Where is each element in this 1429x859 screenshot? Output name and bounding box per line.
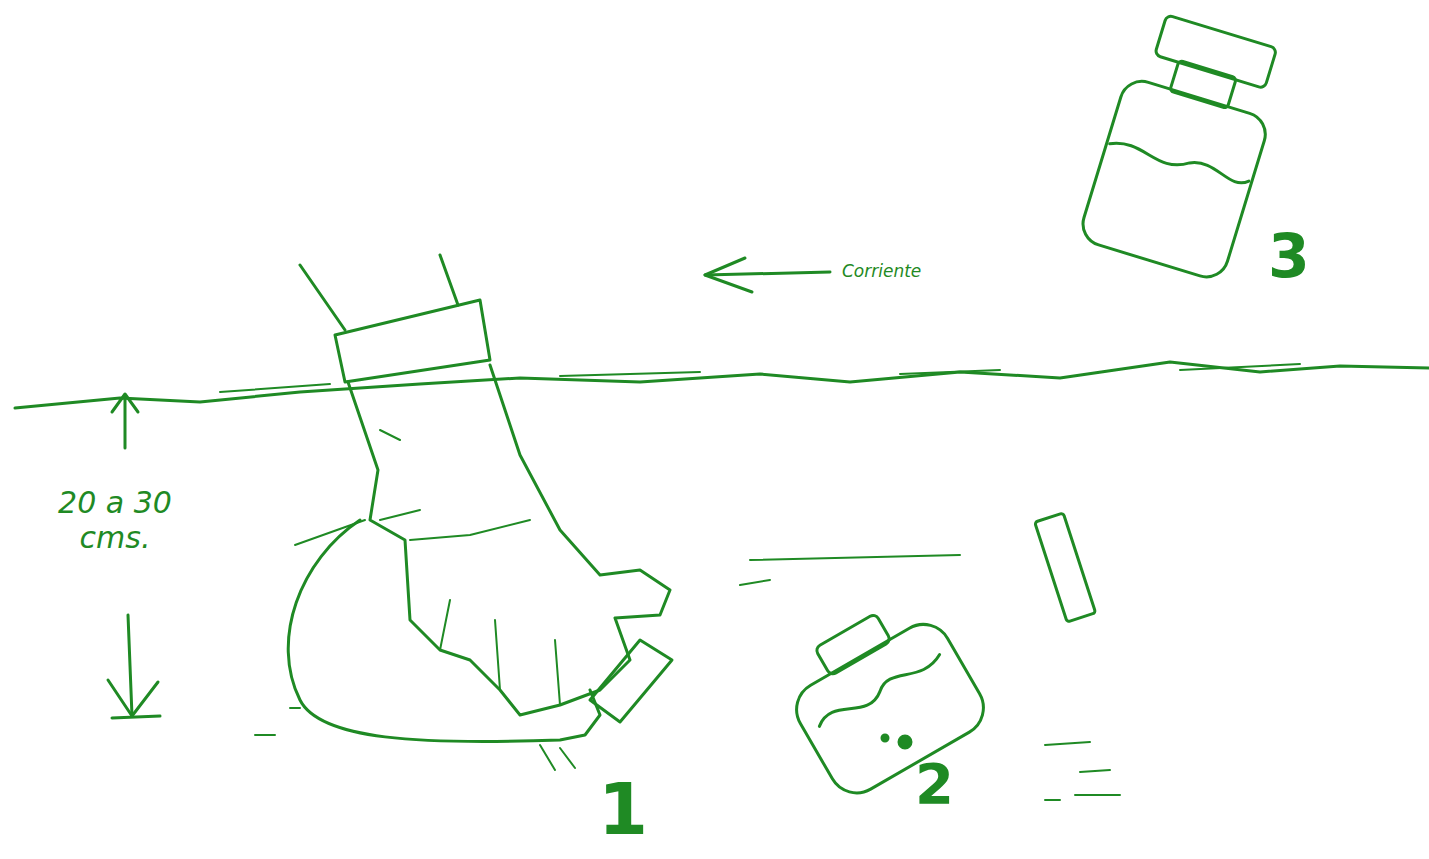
callout-number: 3 [1268,222,1328,291]
tilted-bottle [771,588,993,803]
flow-lines [255,555,1120,800]
water-inside [816,651,943,731]
callout-number: 2 [915,752,975,816]
dimension-label: 20 a 30 cms. [40,486,190,555]
glove-cuff [335,300,490,382]
current-arrow [705,272,830,275]
bottle-body [786,614,993,803]
current-arrowhead [705,258,752,292]
bottle-cap [590,640,672,722]
bottle-cap [1155,15,1277,89]
dimension-base [112,716,160,718]
dimension-line [124,395,127,448]
callout-number: 1 [598,768,658,851]
bottle-body [288,520,600,742]
loose-cap [1035,513,1096,622]
glove-fingers [410,520,560,705]
dimension-line [128,615,132,716]
water-surface [15,362,1429,408]
bottle-body [1078,76,1271,282]
bottle-rim [295,520,365,545]
arm [300,255,458,330]
filled-bottle [1078,9,1292,282]
bottle-neck [1170,60,1237,108]
bubble [882,735,888,741]
bottle-neck [815,613,892,676]
bottle-detail [540,745,575,770]
water-surface-detail [220,364,1300,392]
bubble [899,736,911,748]
glove-detail [380,430,420,520]
flow-label: Corriente [842,262,982,282]
dimension-arrowhead [112,394,138,412]
water-level [1109,136,1250,188]
dimension-arrowhead [108,680,158,716]
